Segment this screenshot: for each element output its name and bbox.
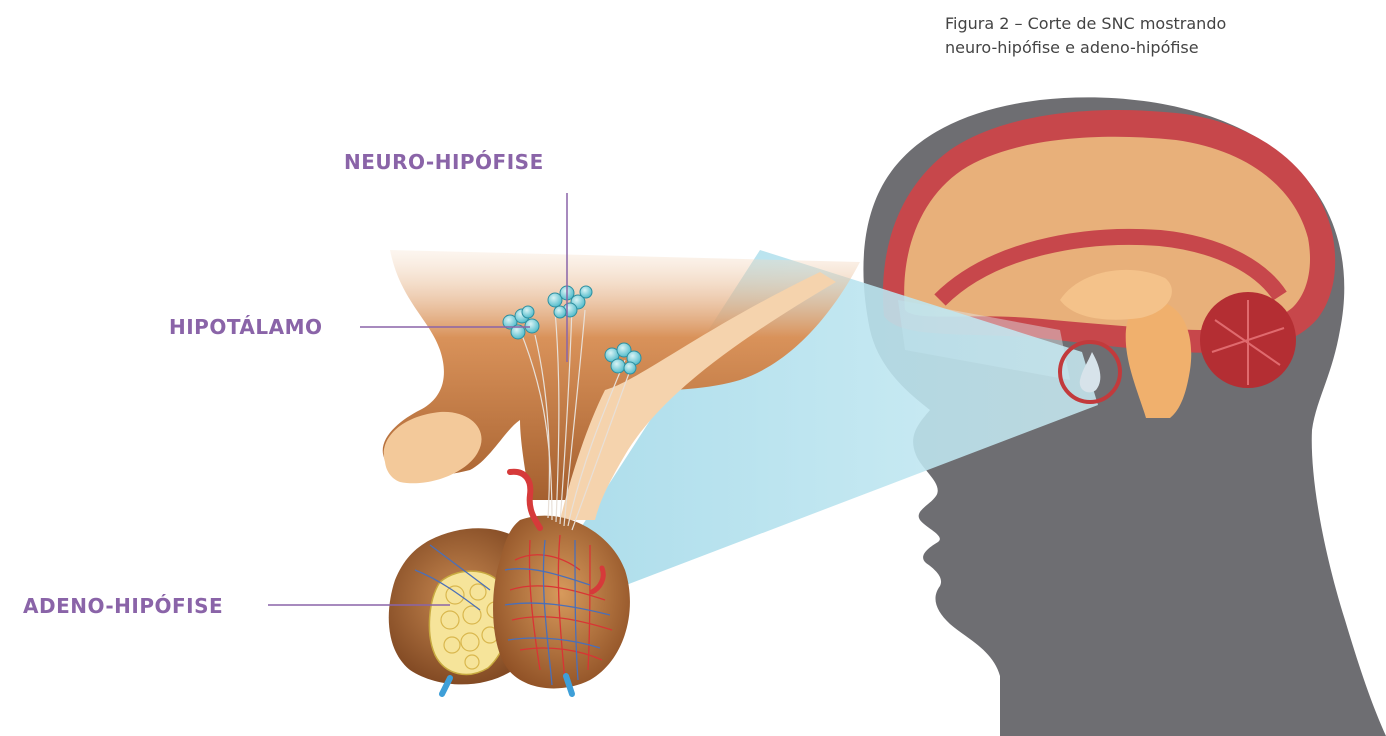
optic-chiasm-lobe	[384, 412, 482, 483]
label-neuro-hipofise: NEURO-HIPÓFISE	[344, 150, 544, 174]
label-hipotalamo: HIPOTÁLAMO	[169, 315, 323, 339]
label-adeno-hipofise: ADENO-HIPÓFISE	[23, 594, 223, 618]
